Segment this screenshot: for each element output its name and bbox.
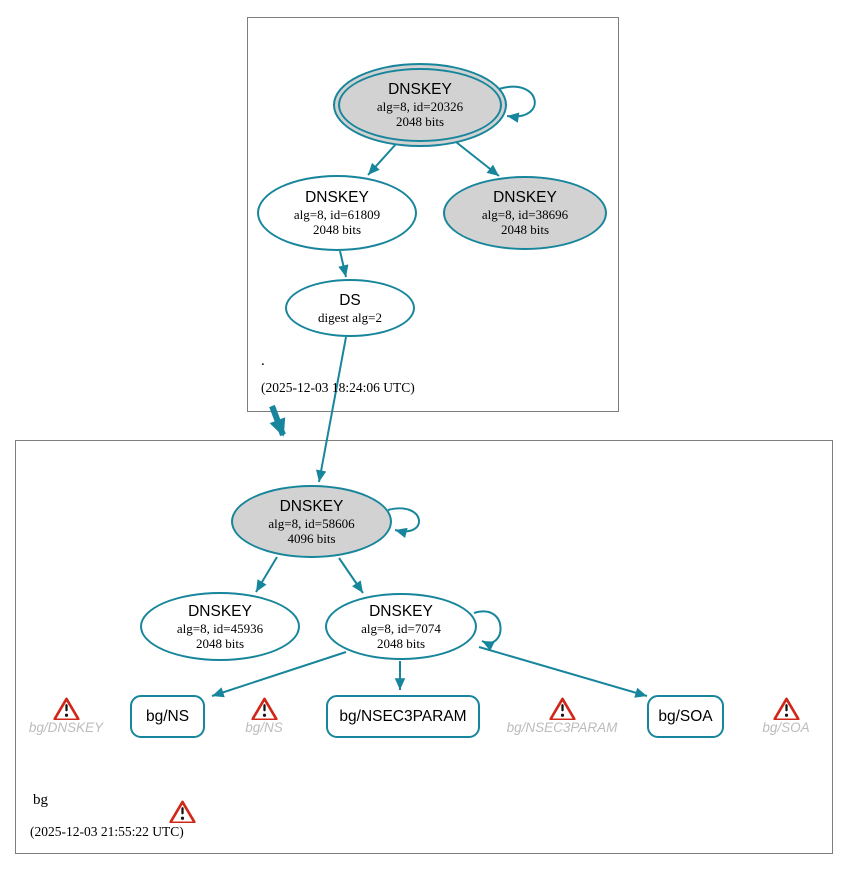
warning-label: bg/NS	[245, 720, 283, 735]
rrset-label: bg/NSEC3PARAM	[339, 707, 467, 725]
node-detail: alg=8, id=7074	[361, 620, 441, 636]
zone-timestamp-bg: (2025-12-03 21:55:22 UTC)	[30, 824, 184, 839]
warning-icon	[52, 697, 80, 720]
node-dnskey-7074[interactable]: DNSKEY alg=8, id=7074 2048 bits	[325, 593, 477, 660]
node-detail: alg=8, id=20326	[376, 99, 464, 114]
rrset-label: bg/NS	[145, 707, 190, 725]
node-title: DNSKEY	[369, 602, 433, 620]
warning-icon	[548, 697, 576, 720]
warning-icon	[772, 697, 800, 720]
warning-label: bg/DNSKEY	[28, 720, 104, 735]
node-detail: alg=8, id=45936	[176, 620, 264, 636]
node-dnskey-20326[interactable]: DNSKEY alg=8, id=20326 2048 bits	[333, 63, 507, 147]
node-detail: digest alg=2	[317, 309, 383, 325]
node-dnskey-61809[interactable]: DNSKEY alg=8, id=61809 2048 bits	[257, 175, 417, 251]
warning-group-bg-dnskey[interactable]: bg/DNSKEY	[6, 697, 126, 735]
warning-group-bg-nsec3param[interactable]: bg/NSEC3PARAM	[497, 697, 627, 735]
rrset-label: bg/SOA	[658, 707, 713, 725]
node-detail: 4096 bits	[287, 530, 336, 546]
zone-timestamp-root: (2025-12-03 18:24:06 UTC)	[261, 380, 415, 395]
rrset-bg-soa[interactable]: bg/SOA	[647, 695, 724, 738]
node-detail: 2048 bits	[195, 635, 245, 651]
node-detail: alg=8, id=38696	[481, 207, 569, 222]
warning-label: bg/SOA	[762, 720, 810, 735]
node-title: DNSKEY	[388, 81, 452, 98]
zone-name-root: .	[261, 353, 265, 369]
node-ds[interactable]: DS digest alg=2	[285, 279, 415, 337]
node-detail: 2048 bits	[376, 635, 426, 651]
node-title: DNSKEY	[305, 189, 369, 206]
node-title: DS	[339, 291, 361, 309]
warning-zone-bg[interactable]	[167, 800, 197, 823]
node-detail: 2048 bits	[312, 222, 362, 237]
warning-group-bg-soa[interactable]: bg/SOA	[726, 697, 846, 735]
rrset-bg-nsec3param[interactable]: bg/NSEC3PARAM	[326, 695, 480, 738]
node-title: DNSKEY	[279, 497, 344, 515]
node-dnskey-45936[interactable]: DNSKEY alg=8, id=45936 2048 bits	[140, 592, 300, 661]
rrset-bg-ns[interactable]: bg/NS	[130, 695, 205, 738]
node-detail: alg=8, id=61809	[293, 207, 381, 222]
warning-icon	[168, 800, 196, 823]
warning-icon	[250, 697, 278, 720]
zone-name-bg: bg	[33, 792, 48, 808]
node-title: DNSKEY	[188, 602, 252, 620]
node-dnskey-38696[interactable]: DNSKEY alg=8, id=38696 2048 bits	[443, 176, 607, 250]
node-title: DNSKEY	[493, 189, 557, 206]
node-detail: alg=8, id=58606	[268, 515, 355, 531]
node-dnskey-58606[interactable]: DNSKEY alg=8, id=58606 4096 bits	[231, 485, 392, 558]
node-detail: 2048 bits	[500, 222, 550, 237]
warning-label: bg/NSEC3PARAM	[506, 720, 618, 735]
warning-group-bg-ns[interactable]: bg/NS	[204, 697, 324, 735]
node-detail: 2048 bits	[395, 114, 445, 129]
